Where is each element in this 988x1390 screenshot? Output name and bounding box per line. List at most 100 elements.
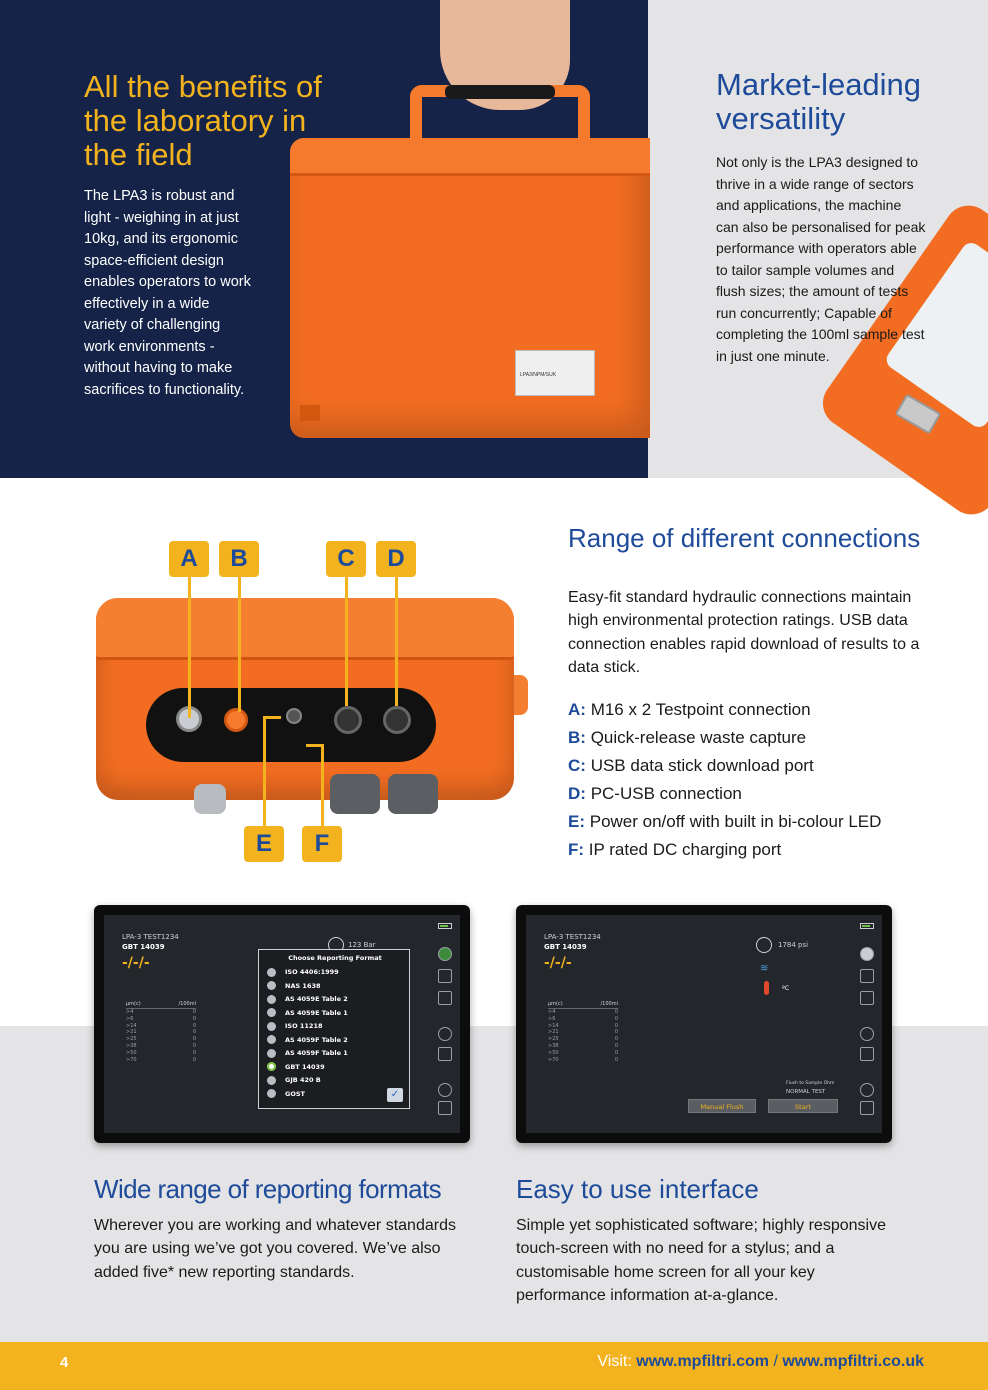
row-count: 0	[192, 1029, 196, 1036]
format-option[interactable]: NAS 1638	[267, 980, 321, 992]
row-size: >50	[548, 1049, 559, 1056]
tag-a: A	[169, 541, 209, 577]
radio-icon[interactable]	[267, 981, 276, 990]
radio-icon[interactable]	[267, 1089, 276, 1098]
radio-icon[interactable]	[267, 1008, 276, 1017]
radio-icon[interactable]	[267, 1048, 276, 1058]
connection-label: USB data stick download port	[590, 756, 814, 775]
help-icon[interactable]	[860, 1027, 874, 1041]
temperature-unit: ºC	[782, 985, 790, 992]
settings-icon[interactable]	[438, 1083, 452, 1097]
hero-body: The LPA3 is robust and light - weighing …	[84, 188, 251, 398]
status-icon[interactable]	[438, 947, 452, 961]
status-icon[interactable]	[860, 947, 874, 961]
radio-icon[interactable]	[267, 1035, 276, 1044]
row-size: >70	[548, 1056, 559, 1063]
format-option-selected[interactable]: GBT 14039	[267, 1061, 325, 1073]
device-lid	[96, 598, 514, 660]
help-icon[interactable]	[438, 1027, 452, 1041]
connection-item: A: M16 x 2 Testpoint connection	[568, 696, 968, 724]
table-head-count: /100ml	[178, 1001, 197, 1007]
format-option-label: GJB 420 B	[285, 1076, 321, 1084]
screen-code: -/-/-	[122, 955, 150, 971]
testpoint-port	[176, 706, 202, 732]
row-count: 0	[614, 1049, 618, 1056]
connection-key: A:	[568, 700, 586, 719]
row-size: >4	[548, 1009, 556, 1015]
format-option-label: AS 4059E Table 2	[285, 995, 348, 1003]
port-cap-left	[330, 774, 380, 814]
format-option[interactable]: GOST	[267, 1088, 305, 1100]
tag-c: C	[326, 541, 366, 577]
connection-label: Quick-release waste capture	[590, 728, 807, 747]
confirm-check-button[interactable]: ✓	[387, 1088, 403, 1102]
row-count: 0	[614, 1042, 618, 1049]
connections-list: A: M16 x 2 Testpoint connection B: Quick…	[568, 696, 968, 864]
page-number: 4	[60, 1354, 69, 1371]
print-icon[interactable]	[438, 991, 452, 1005]
connection-item: B: Quick-release waste capture	[568, 724, 968, 752]
connections-body: Easy-fit standard hydraulic connections …	[568, 589, 920, 677]
row-size: >70	[126, 1056, 137, 1063]
format-option[interactable]: AS 4059E Table 1	[267, 1007, 348, 1019]
manual-flush-button[interactable]: Manual Flush	[688, 1099, 756, 1113]
radio-icon[interactable]	[267, 967, 276, 977]
format-option[interactable]: AS 4059F Table 2	[267, 1034, 348, 1046]
radio-icon[interactable]	[267, 1021, 276, 1031]
radio-selected-icon[interactable]	[267, 1062, 276, 1071]
row-count: 0	[192, 1056, 196, 1063]
tablet-home-screen: LPA-3 TEST1234 GBT 14039 -/-/- 1784 psi …	[516, 905, 892, 1143]
tablet-screen: LPA-3 TEST1234 GBT 14039 -/-/- 123 Bar µ…	[104, 915, 460, 1133]
visit-label: Visit:	[597, 1353, 632, 1370]
port-cap-right	[388, 774, 438, 814]
case-latch	[300, 405, 320, 421]
light-icon[interactable]	[860, 969, 874, 983]
row-count: 0	[192, 1022, 196, 1029]
format-option[interactable]: ISO 4406:1999	[267, 966, 339, 978]
row-count: 0	[192, 1042, 196, 1049]
tag-f: F	[302, 826, 342, 862]
format-option[interactable]: AS 4059E Table 2	[267, 993, 348, 1005]
row-size: >25	[126, 1036, 137, 1043]
format-option[interactable]: ISO 11218	[267, 1020, 323, 1032]
report-icon[interactable]	[438, 1047, 452, 1061]
home-icon[interactable]	[860, 1101, 874, 1115]
home-icon[interactable]	[438, 1101, 452, 1115]
row-size: >6	[126, 1015, 134, 1022]
formats-body: Wherever you are working and whatever st…	[94, 1217, 456, 1281]
connections-title: Range of different connections	[568, 523, 921, 553]
print-icon[interactable]	[860, 991, 874, 1005]
particle-table-head: µm(c)/100ml	[548, 1001, 618, 1009]
row-size: >38	[126, 1042, 137, 1049]
hero-section: LPA3/NPM/SUK All the benefits of the lab…	[0, 0, 988, 524]
screen-side-icons	[858, 937, 876, 1117]
report-icon[interactable]	[860, 1047, 874, 1061]
case-label-plate	[515, 350, 595, 396]
format-option[interactable]: GJB 420 B	[267, 1074, 321, 1086]
tag-b: B	[219, 541, 259, 577]
radio-icon[interactable]	[267, 994, 276, 1004]
settings-icon[interactable]	[860, 1083, 874, 1097]
format-option-label: ISO 4406:1999	[285, 968, 339, 976]
format-option-label: AS 4059F Table 1	[285, 1049, 348, 1057]
case-lid	[290, 138, 650, 176]
connection-item: E: Power on/off with built in bi-colour …	[568, 808, 968, 836]
format-option[interactable]: AS 4059F Table 1	[267, 1047, 348, 1059]
light-icon[interactable]	[438, 969, 452, 983]
case-grip	[445, 85, 555, 99]
radio-icon[interactable]	[267, 1075, 276, 1085]
table-head-size: µm(c)	[126, 1001, 141, 1007]
website-link-couk[interactable]: www.mpfiltri.co.uk	[782, 1353, 924, 1370]
start-button[interactable]: Start	[768, 1099, 838, 1113]
row-count: 0	[614, 1022, 618, 1029]
screen-code: -/-/-	[544, 955, 572, 971]
website-link-com[interactable]: www.mpfiltri.com	[636, 1353, 769, 1370]
row-size: >25	[548, 1036, 559, 1043]
orange-case-image	[290, 138, 650, 438]
flush-hint: Flush to Sample Ohm	[786, 1081, 835, 1086]
formats-title: Wide range of reporting formats	[94, 1174, 442, 1204]
